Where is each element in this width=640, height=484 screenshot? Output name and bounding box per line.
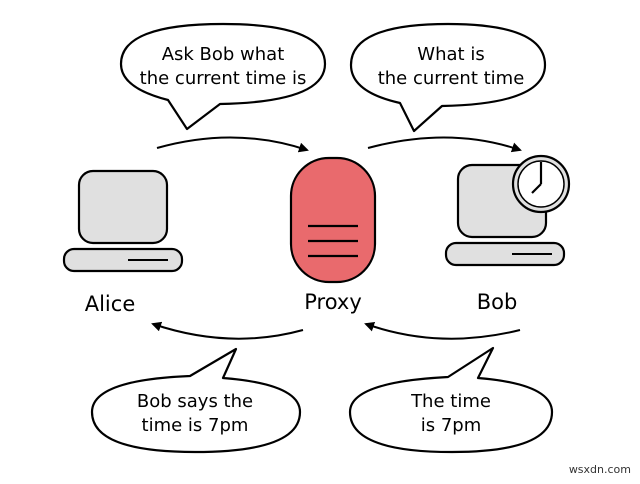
watermark: wsxdn.com — [569, 463, 631, 476]
computer-icon — [62, 169, 184, 273]
clock-icon — [511, 154, 571, 214]
bubble-proxy-request-line-2: the current time — [378, 68, 525, 89]
arrow-bob-to-proxy — [364, 321, 521, 340]
arrow-proxy-to-bob — [367, 136, 522, 153]
bubble-bob-response-line-2: is 7pm — [421, 415, 482, 436]
bubble-proxy-response-line-2: time is 7pm — [142, 415, 249, 436]
bubble-bob-response-line-1: The time — [410, 391, 491, 412]
server-icon — [289, 156, 377, 284]
bubble-proxy-response: Bob says the time is 7pm — [90, 347, 302, 454]
bubble-alice-request-line-1: Ask Bob what — [162, 44, 285, 65]
label-proxy: Proxy — [304, 290, 362, 314]
bubble-proxy-request-line-1: What is — [417, 44, 484, 65]
bubble-alice-request: Ask Bob what the current time is — [119, 22, 327, 131]
bubble-bob-response: The time is 7pm — [348, 346, 554, 454]
label-alice: Alice — [85, 292, 136, 316]
bubble-proxy-response-line-1: Bob says the — [137, 391, 253, 412]
label-bob: Bob — [477, 290, 518, 314]
arrow-alice-to-proxy — [156, 136, 309, 153]
bubble-alice-request-line-2: the current time is — [140, 68, 307, 89]
bubble-proxy-request: What is the current time — [349, 22, 547, 133]
arrow-proxy-to-alice — [151, 321, 304, 340]
